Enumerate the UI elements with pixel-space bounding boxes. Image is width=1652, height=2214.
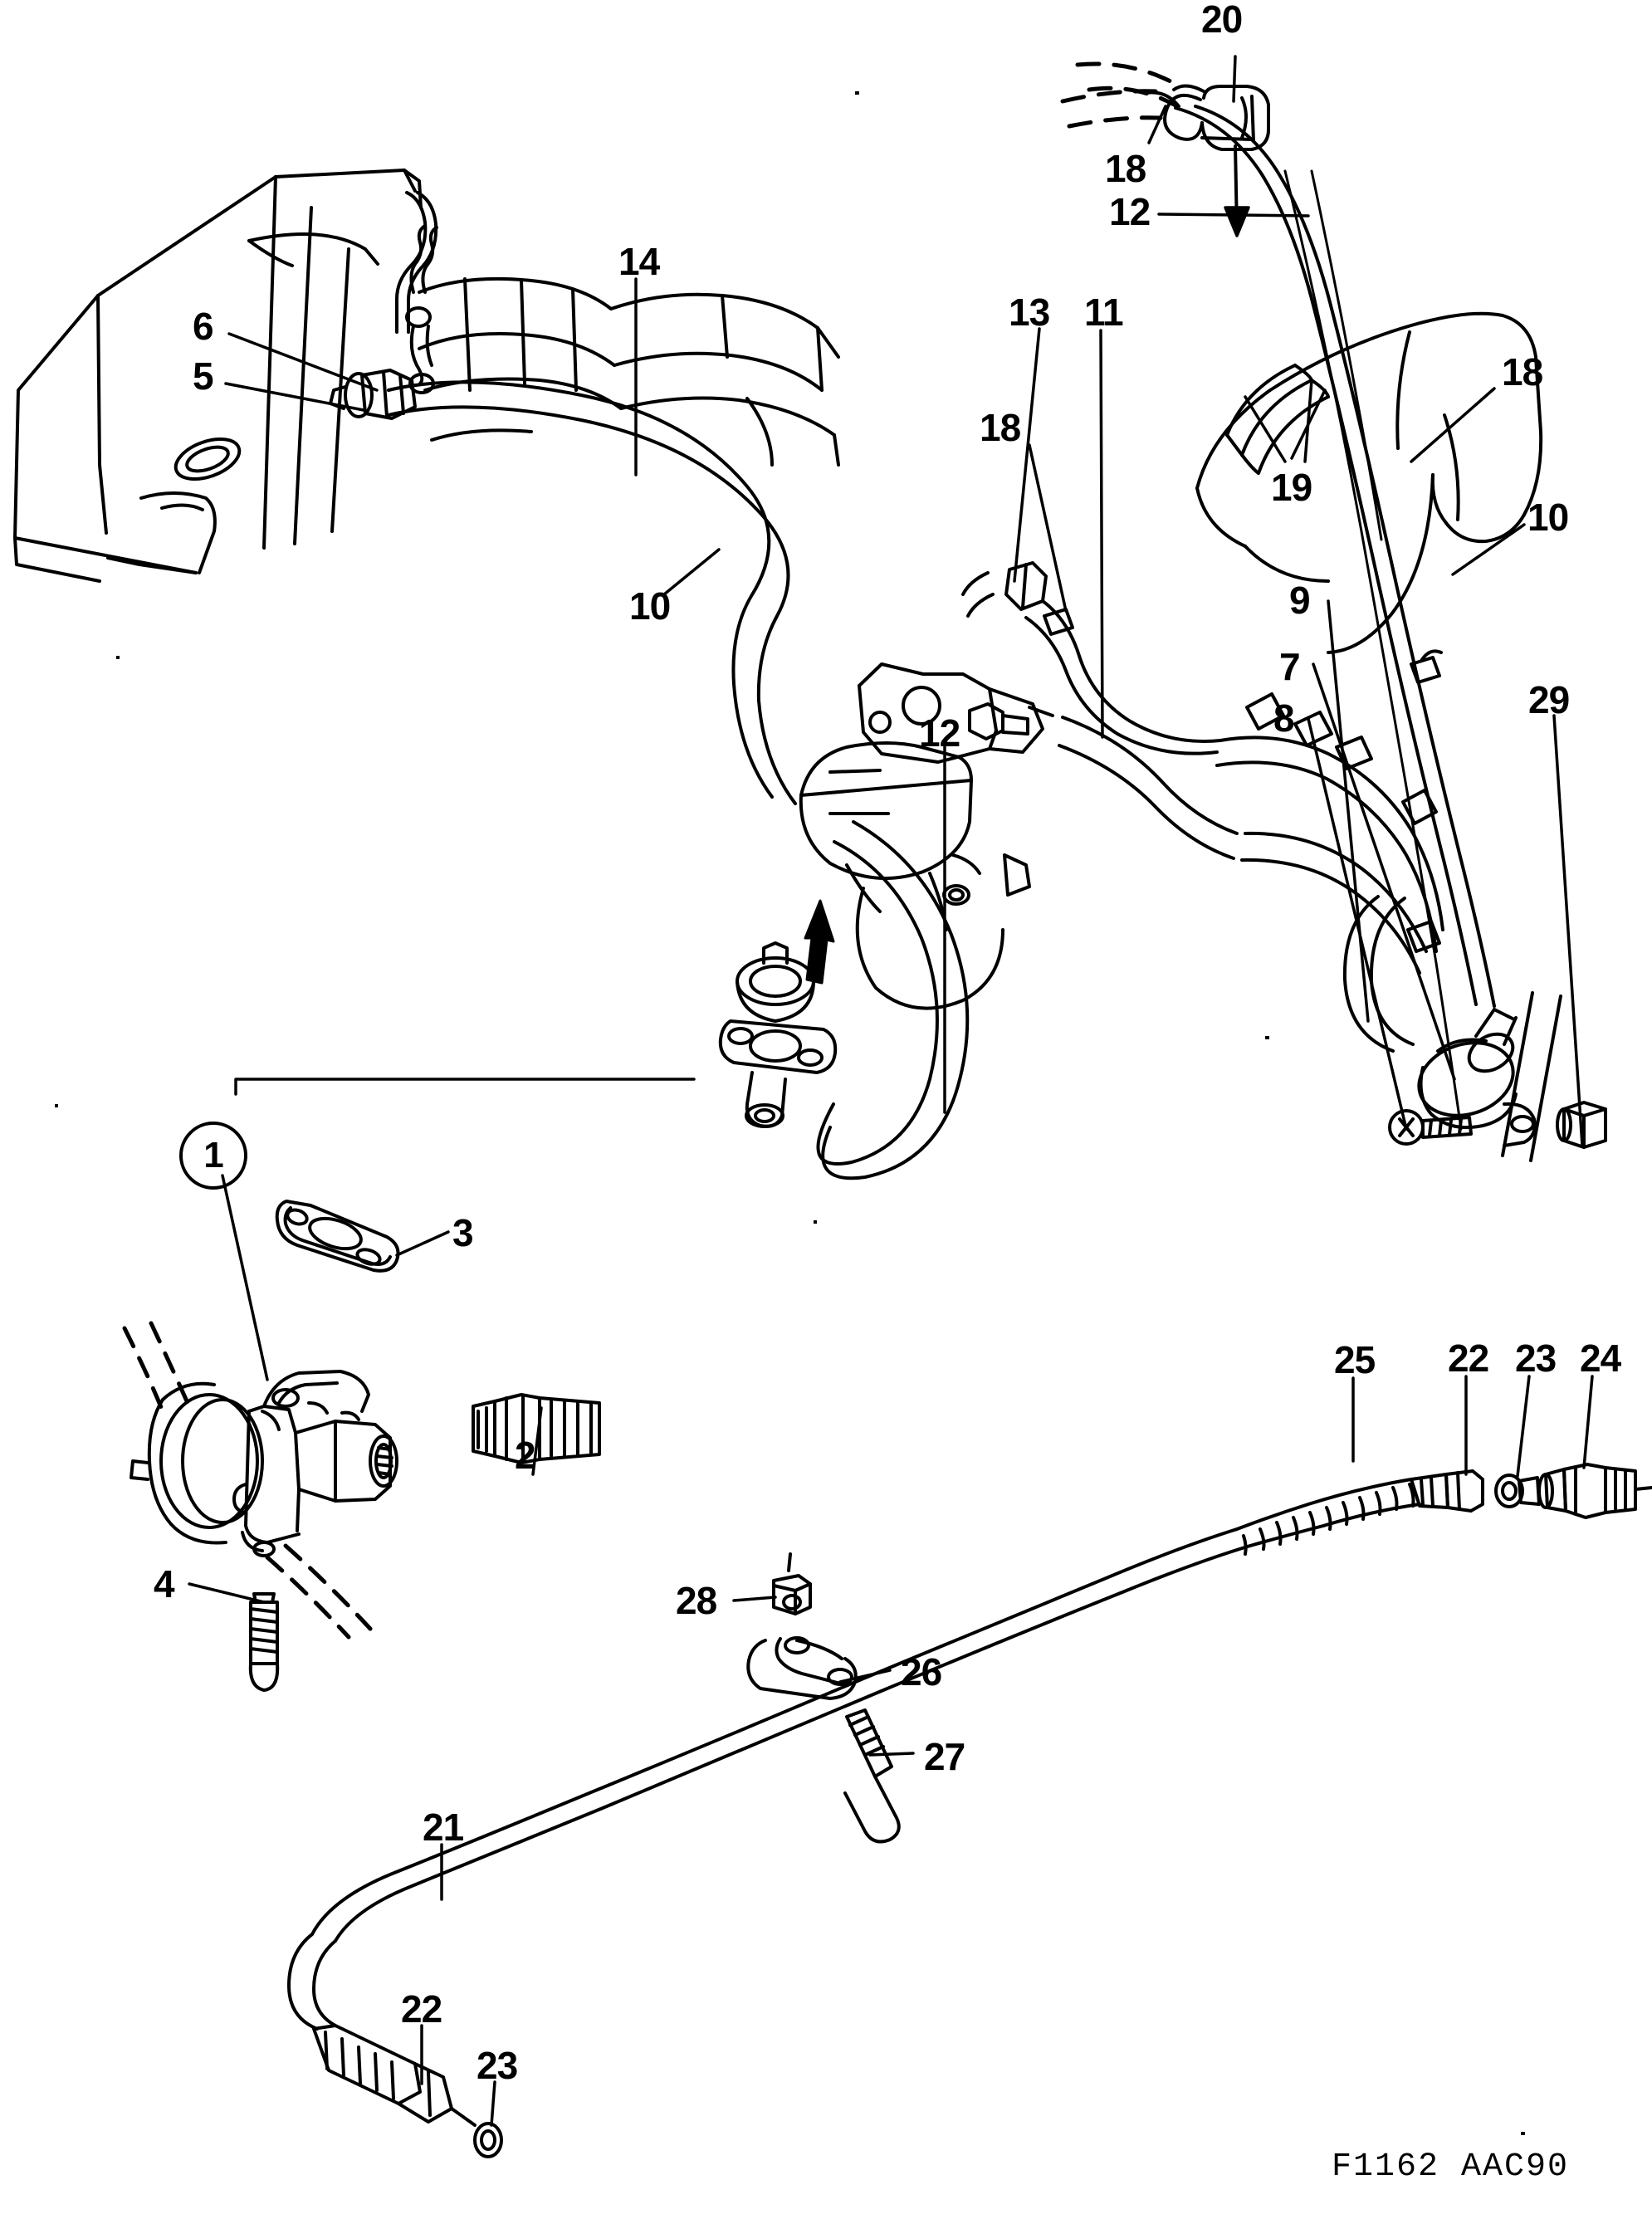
callout-28: 28 — [676, 1579, 717, 1622]
hose-11 — [1058, 716, 1239, 860]
callout-6: 6 — [193, 305, 214, 348]
egr-valve — [718, 941, 838, 1128]
vacuum-valve-7 — [1388, 991, 1607, 1162]
callout-18: 18 — [1105, 147, 1146, 190]
callout-26: 26 — [901, 1650, 942, 1693]
callout-23: 23 — [477, 2044, 518, 2087]
union-nut-22-right — [1410, 1469, 1484, 1513]
callout-5: 5 — [193, 354, 214, 398]
intake-manifold — [405, 224, 840, 467]
metal-pipe-21 — [287, 1527, 1252, 2031]
vacuum-actuator-1 — [130, 1370, 398, 1557]
hex-connector-29 — [1556, 1101, 1607, 1149]
gasket-3 — [275, 1200, 400, 1273]
phantom-lines-right — [1283, 169, 1463, 1131]
hose-pair-right — [1215, 736, 1444, 975]
leader-lines — [188, 55, 1594, 2127]
callout-20: 20 — [1201, 0, 1243, 41]
phantom-lines-actuator — [122, 1321, 373, 1640]
callout-14: 14 — [618, 240, 660, 283]
callout-10: 10 — [1527, 496, 1569, 539]
callout-25: 25 — [1334, 1338, 1376, 1381]
fitting-2 — [472, 1393, 601, 1464]
callout-3: 3 — [452, 1211, 474, 1254]
callout-22: 22 — [1448, 1337, 1489, 1380]
callout-24: 24 — [1580, 1337, 1621, 1380]
engine-valve-cover — [13, 169, 438, 583]
callout-13: 13 — [1009, 291, 1050, 334]
callout-1: 1 — [179, 1122, 247, 1190]
callout-8: 8 — [1273, 696, 1295, 740]
hose-10-main — [387, 380, 797, 805]
sealing-washer-23-right — [1494, 1474, 1541, 1508]
union-fitting-24 — [1537, 1463, 1652, 1519]
sealing-washer-23-left — [450, 2107, 503, 2158]
flex-hose-25 — [1235, 1478, 1421, 1556]
callout-18: 18 — [980, 406, 1021, 449]
callout-29: 29 — [1528, 678, 1570, 721]
air-intake-trunk — [1195, 311, 1543, 654]
callout-22: 22 — [401, 1987, 442, 2031]
bracket-nut-28 — [772, 1552, 812, 1615]
callout-9: 9 — [1289, 579, 1311, 622]
hose-clip-18-right — [1410, 649, 1443, 684]
hose-clip-18-center — [1043, 608, 1074, 636]
hose-12-upper-right — [1144, 90, 1496, 1008]
callout-7: 7 — [1279, 645, 1301, 688]
hose-12-loop — [816, 820, 970, 1180]
scan-speckles — [55, 91, 1525, 2135]
phantom-lines-top — [1060, 61, 1180, 129]
pipe-bracket-26 — [746, 1636, 858, 1700]
bolt-4 — [248, 1592, 280, 1692]
callout-27: 27 — [924, 1735, 965, 1778]
callout-2: 2 — [515, 1434, 536, 1477]
callout-19: 19 — [1271, 466, 1312, 509]
callout-10: 10 — [629, 584, 671, 628]
figure-code: F1162 AAC90 — [1332, 2148, 1570, 2186]
hose-13-connector — [961, 561, 1222, 755]
throttle-body — [799, 662, 1054, 1010]
callout-12: 12 — [919, 711, 960, 755]
callout-12: 12 — [1109, 190, 1151, 233]
callout-11: 11 — [1084, 291, 1124, 334]
bracket-bolt-27 — [843, 1708, 901, 1844]
callout-21: 21 — [423, 1806, 464, 1849]
callout-18: 18 — [1502, 350, 1543, 393]
union-nut-22-left — [312, 2024, 453, 2124]
hose-clip-20 — [1163, 84, 1270, 151]
callout-23: 23 — [1515, 1337, 1557, 1380]
hose-end-fitting-5-6 — [329, 369, 417, 420]
callout-4: 4 — [154, 1562, 175, 1606]
